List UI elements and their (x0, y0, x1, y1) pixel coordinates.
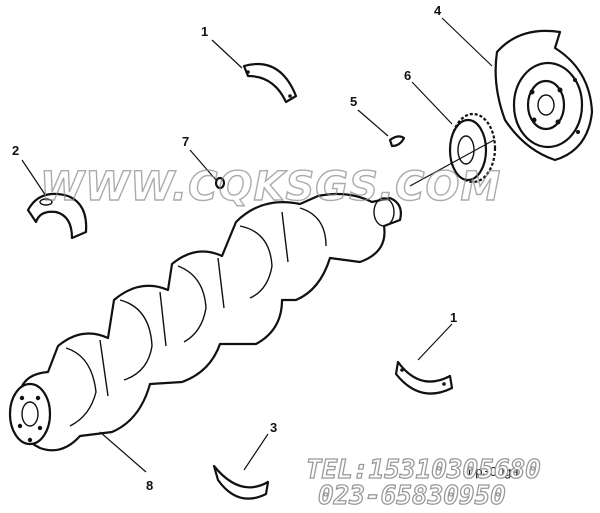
thrust-washer-bottom (394, 360, 454, 395)
crankshaft-gear (448, 112, 497, 184)
callout-7: 7 (182, 134, 189, 149)
callout-8: 8 (146, 478, 153, 493)
callout-labels: 1 2 3 4 5 6 7 8 1 (12, 3, 457, 493)
callout-1-bottom: 1 (450, 310, 457, 325)
watermark-site: WWW.CQKSGS.COM (40, 164, 501, 210)
main-bearing-lower (212, 464, 270, 500)
crankshaft (8, 192, 402, 452)
figure-code: bp300ga (468, 464, 519, 479)
callout-4: 4 (434, 3, 442, 18)
dowel-pin (214, 176, 226, 190)
woodruff-key (388, 135, 406, 148)
thrust-washer-top (242, 62, 298, 104)
damper-pulley (494, 29, 594, 162)
callout-1-top: 1 (201, 24, 208, 39)
callout-2: 2 (12, 143, 19, 158)
leader-lines (21, 17, 495, 473)
main-bearing-upper (26, 192, 88, 240)
callout-5: 5 (350, 94, 357, 109)
watermark-tel: TEL:15310305680 (306, 455, 541, 485)
callout-3: 3 (270, 420, 277, 435)
watermark-phone: 023-65830950 (318, 481, 506, 511)
callout-6: 6 (404, 68, 411, 83)
